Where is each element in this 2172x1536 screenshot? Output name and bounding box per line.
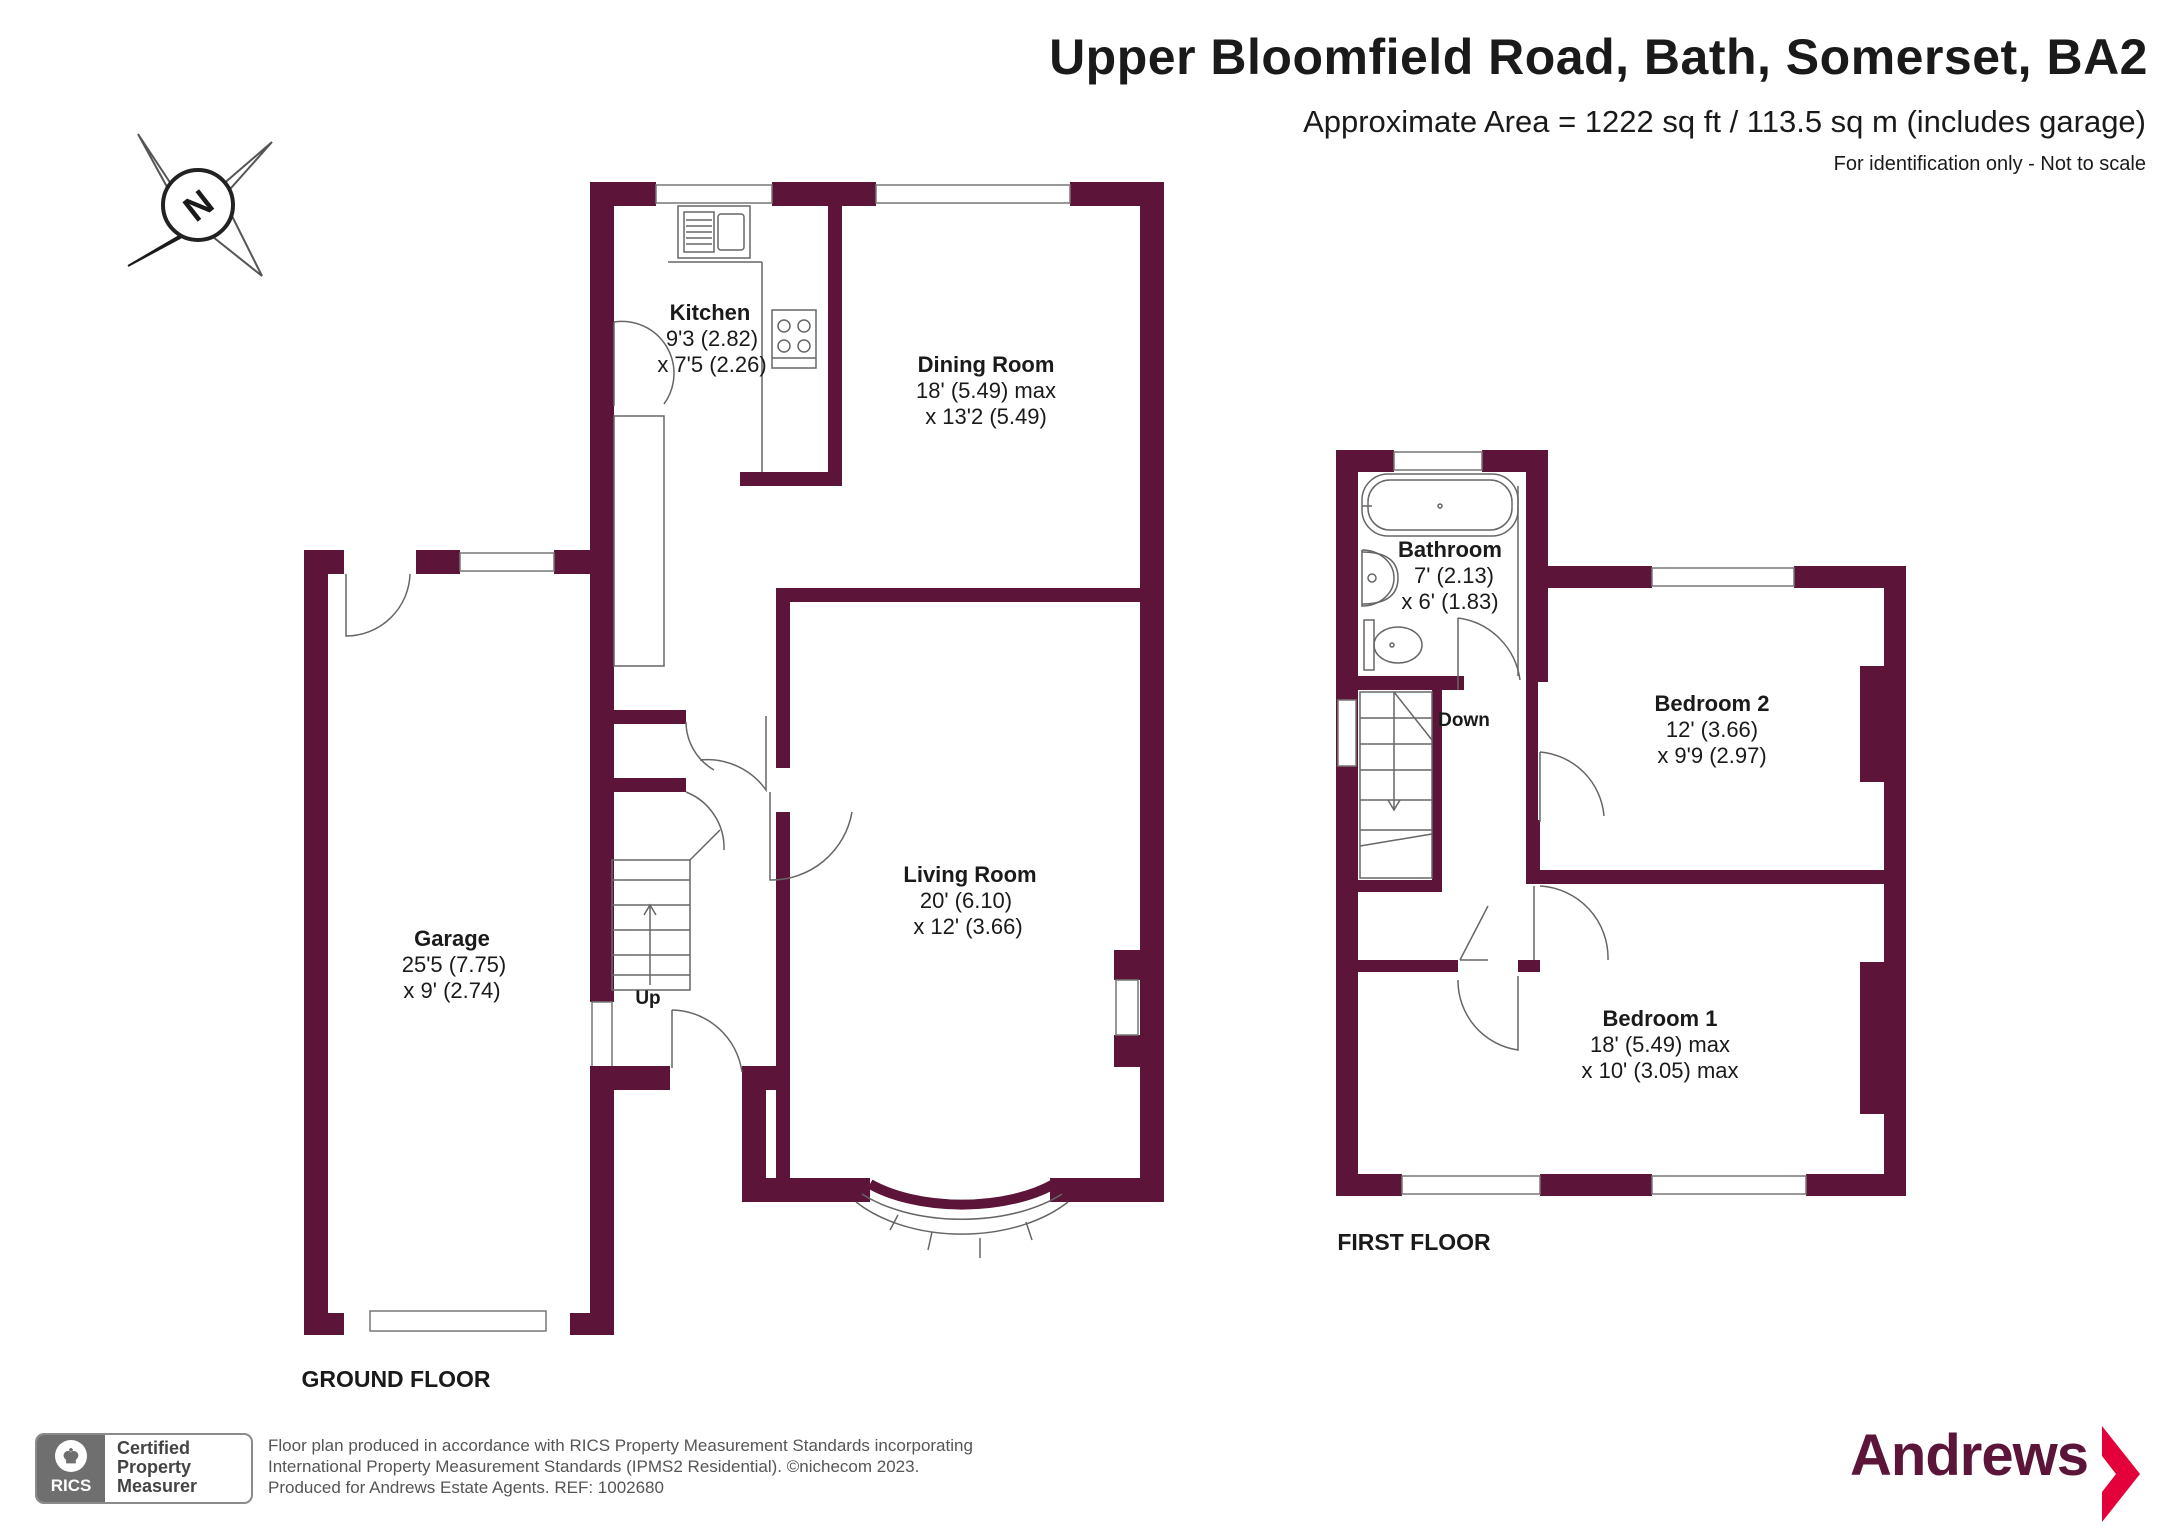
kitchen-name: Kitchen — [670, 300, 751, 325]
footer-note-line-1: Floor plan produced in accordance with R… — [268, 1436, 973, 1455]
rics-line-3: Measurer — [117, 1476, 198, 1496]
first-floor-plan: Bathroom 7' (2.13) x 6' (1.83) Bedroom 2… — [1336, 450, 1906, 1196]
andrews-logo: Andrews — [1850, 1422, 2089, 1489]
dining-room-dim2: x 13'2 (5.49) — [925, 404, 1047, 429]
garage-dim1: 25'5 (7.75) — [402, 952, 507, 977]
stairs-down-label: Down — [1438, 710, 1490, 731]
bathroom-name: Bathroom — [1398, 537, 1502, 562]
rics-logo: ♚ RICS — [37, 1435, 105, 1502]
scale-disclaimer: For identification only - Not to scale — [1833, 153, 2146, 175]
garage-dim2: x 9' (2.74) — [403, 978, 500, 1003]
andrews-chevron-icon — [2102, 1426, 2140, 1522]
ground-floor-plan: Kitchen 9'3 (2.82) x 7'5 (2.26) Dining R… — [304, 182, 1164, 1335]
rics-short-name: RICS — [50, 1476, 92, 1495]
brand-name: Andrews — [1850, 1423, 2089, 1488]
rics-line-2: Property — [117, 1457, 192, 1477]
dining-room-name: Dining Room — [918, 352, 1055, 377]
dining-room-dim1: 18' (5.49) max — [916, 378, 1056, 403]
footer-note-line-2: International Property Measurement Stand… — [268, 1457, 920, 1476]
rics-line-1: Certified — [117, 1438, 191, 1458]
ground-floor-label: GROUND FLOOR — [301, 1366, 490, 1392]
kitchen-dim2: x 7'5 (2.26) — [657, 352, 766, 377]
stairs-up-label: Up — [635, 988, 660, 1009]
bathroom-dim2: x 6' (1.83) — [1401, 589, 1498, 614]
approximate-area: Approximate Area = 1222 sq ft / 113.5 sq… — [1303, 104, 2146, 139]
bedroom-2-dim2: x 9'9 (2.97) — [1657, 743, 1766, 768]
footer-disclaimer: Floor plan produced in accordance with R… — [268, 1435, 973, 1498]
living-room-dim2: x 12' (3.66) — [913, 914, 1022, 939]
rics-badge-text: Certified Property Measurer — [105, 1435, 197, 1502]
bedroom-2-dim1: 12' (3.66) — [1666, 717, 1758, 742]
bathroom-dim1: 7' (2.13) — [1414, 563, 1494, 588]
living-room-name: Living Room — [903, 862, 1036, 887]
garage-name: Garage — [414, 926, 490, 951]
rics-lion-icon: ♚ — [55, 1440, 87, 1472]
first-floor-label: FIRST FLOOR — [1337, 1229, 1491, 1255]
bedroom-1-dim2: x 10' (3.05) max — [1581, 1058, 1738, 1083]
bedroom-1-dim1: 18' (5.49) max — [1590, 1032, 1730, 1057]
rics-certified-badge: ♚ RICS Certified Property Measurer — [35, 1433, 253, 1504]
footer-note-line-3: Produced for Andrews Estate Agents. REF:… — [268, 1478, 664, 1497]
compass-icon: N — [127, 133, 273, 277]
bedroom-2-name: Bedroom 2 — [1655, 691, 1770, 716]
kitchen-dim1: 9'3 (2.82) — [666, 326, 758, 351]
bedroom-1-name: Bedroom 1 — [1603, 1006, 1718, 1031]
living-room-dim1: 20' (6.10) — [920, 888, 1012, 913]
property-address: Upper Bloomfield Road, Bath, Somerset, B… — [1049, 29, 2148, 85]
